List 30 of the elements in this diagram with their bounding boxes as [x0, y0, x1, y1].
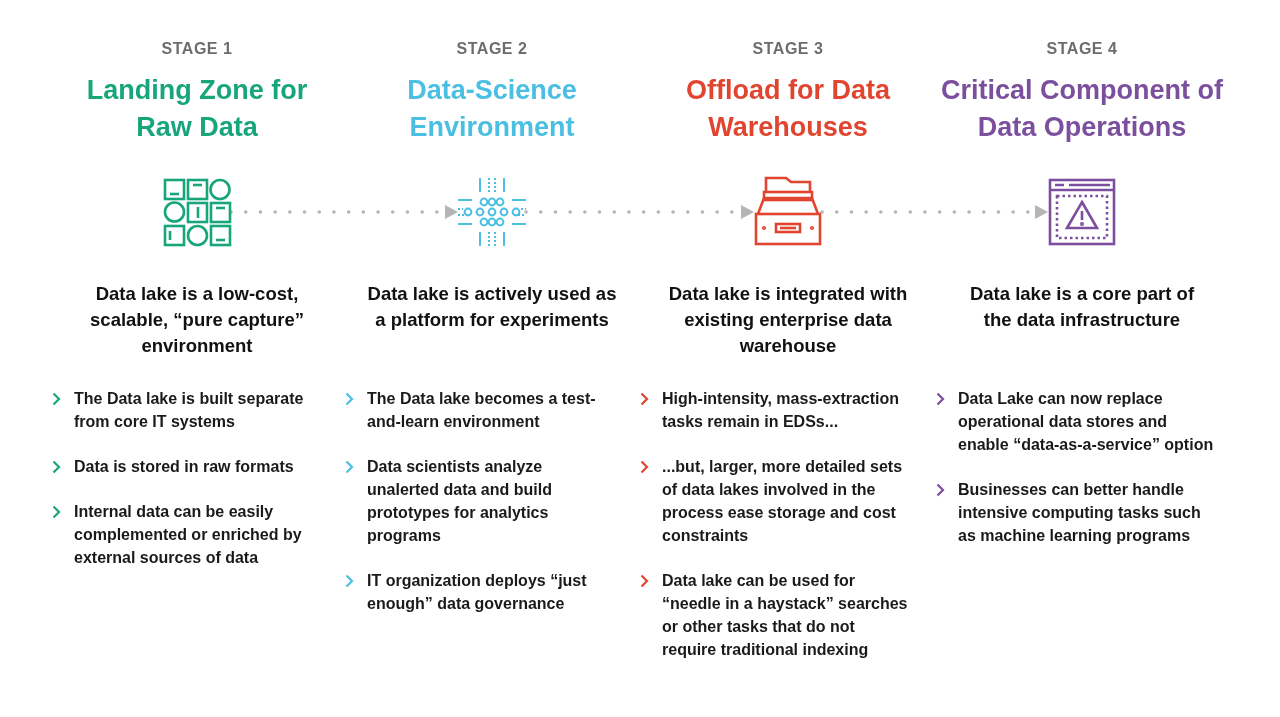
stage-label: STAGE 1 — [160, 40, 234, 58]
bullet-text: Data lake can be used for “needle in a haystack” searches or other tasks that do not require traditional indexing — [662, 571, 909, 660]
stage-label: STAGE 4 — [1045, 40, 1119, 58]
dotted-arrow — [820, 205, 1050, 219]
stage-label: STAGE 3 — [751, 40, 825, 58]
stage-summary: Data lake is a low-cost, scalable, “pure capture” environment — [89, 282, 305, 358]
stage-summary: Data lake is integrated with existing enterprise data warehouse — [667, 282, 909, 358]
dotted-arrow — [524, 205, 756, 219]
bullet-text: Data scientists analyze unalerted data and build prototypes for analytics programs — [367, 457, 553, 546]
stage-label: STAGE 2 — [455, 40, 529, 58]
bullet-text: The Data lake becomes a test-and-learn environment — [367, 389, 597, 432]
bullet-text: The Data lake is built separate from core IT systems — [74, 389, 305, 432]
bullet-text: High-intensity, mass-extraction tasks remain in EDSs... — [662, 389, 901, 432]
dotted-arrow — [229, 205, 460, 219]
bullet-text: Data is stored in raw formats — [74, 457, 295, 477]
bullet-text: Data Lake can now replace operational data stores and enable “data-as-a-service” option — [958, 389, 1215, 455]
bullet-text: Businesses can better handle intensive computing tasks such as machine learning programs — [958, 480, 1202, 546]
bullet-text: Internal data can be easily complemented or enriched by external sources of data — [74, 502, 303, 568]
stage-icon — [163, 178, 231, 246]
stage-icon — [458, 178, 526, 246]
stage-summary: Data lake is actively used as a platform for experiments — [367, 282, 617, 332]
stage-icon — [754, 178, 822, 246]
stage-title: Landing Zone for Raw Data — [85, 74, 309, 144]
stage-title: Offload for Data Warehouses — [685, 74, 892, 144]
stage-title: Critical Component of Data Operations — [940, 74, 1224, 144]
stage-title: Data-Science Environment — [406, 74, 578, 144]
bullet-text: IT organization deploys “just enough” data governance — [367, 571, 588, 614]
stage-summary: Data lake is a core part of the data infrastructure — [968, 282, 1196, 332]
bullet-text: ...but, larger, more detailed sets of data lakes involved in the process ease storage and cost constraints — [662, 457, 904, 546]
stage-icon — [1048, 178, 1116, 246]
